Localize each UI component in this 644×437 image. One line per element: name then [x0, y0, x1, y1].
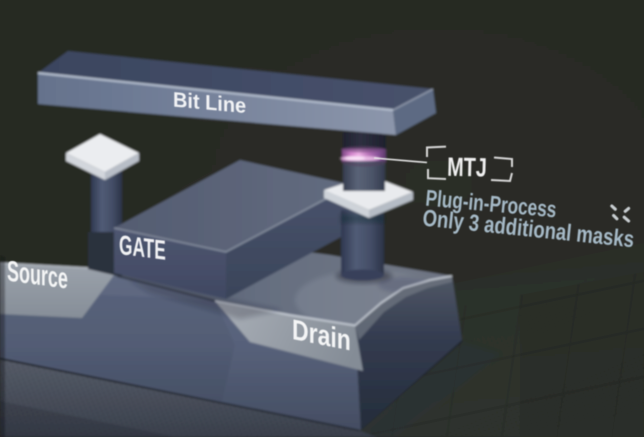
svg-text:MTJ: MTJ: [447, 152, 487, 182]
svg-text:GATE: GATE: [119, 229, 166, 266]
